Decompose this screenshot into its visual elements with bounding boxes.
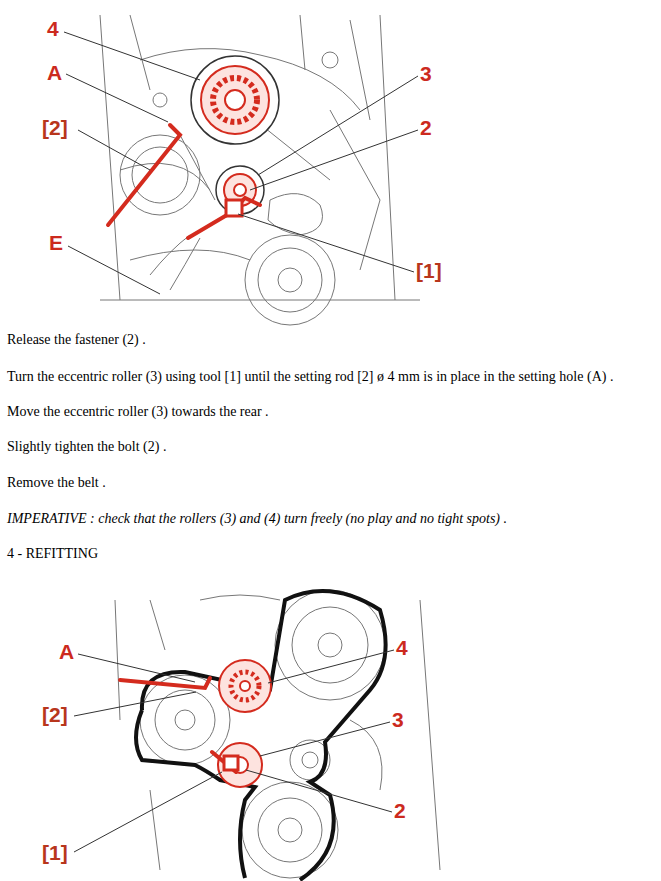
callout-letter: A: [45, 62, 64, 84]
callout-number: 2: [392, 800, 408, 822]
tools-2: [120, 678, 238, 772]
belt: [136, 591, 386, 880]
callout-letter: E: [47, 232, 65, 254]
tool-number: [1]: [40, 842, 70, 864]
roller-3b: [218, 743, 262, 787]
leaders-1: [64, 32, 418, 294]
instruction: Slightly tighten the bolt (2) .: [7, 438, 166, 456]
instruction: Remove the belt .: [7, 474, 106, 492]
tool-number: [2]: [40, 704, 70, 726]
tools-1: [108, 125, 260, 238]
leaders-2: [74, 650, 394, 852]
roller-4b: [219, 660, 271, 712]
warning-note: IMPERATIVE : check that the rollers (3) …: [7, 510, 507, 528]
roller-4: [191, 56, 279, 144]
callout-number: 3: [418, 63, 434, 85]
callout-number: 2: [418, 117, 434, 139]
callout-number: 4: [394, 637, 410, 659]
callout-number: 4: [45, 18, 61, 40]
tool-number: [1]: [414, 260, 444, 282]
section-heading: 4 - REFITTING: [7, 545, 98, 563]
tool-number: [2]: [40, 117, 70, 139]
instruction: Release the fastener (2) .: [7, 331, 146, 349]
instruction: Move the eccentric roller (3) towards th…: [7, 403, 269, 421]
callout-letter: A: [57, 641, 76, 663]
instruction: Turn the eccentric roller (3) using tool…: [7, 368, 613, 386]
callout-number: 3: [390, 709, 406, 731]
